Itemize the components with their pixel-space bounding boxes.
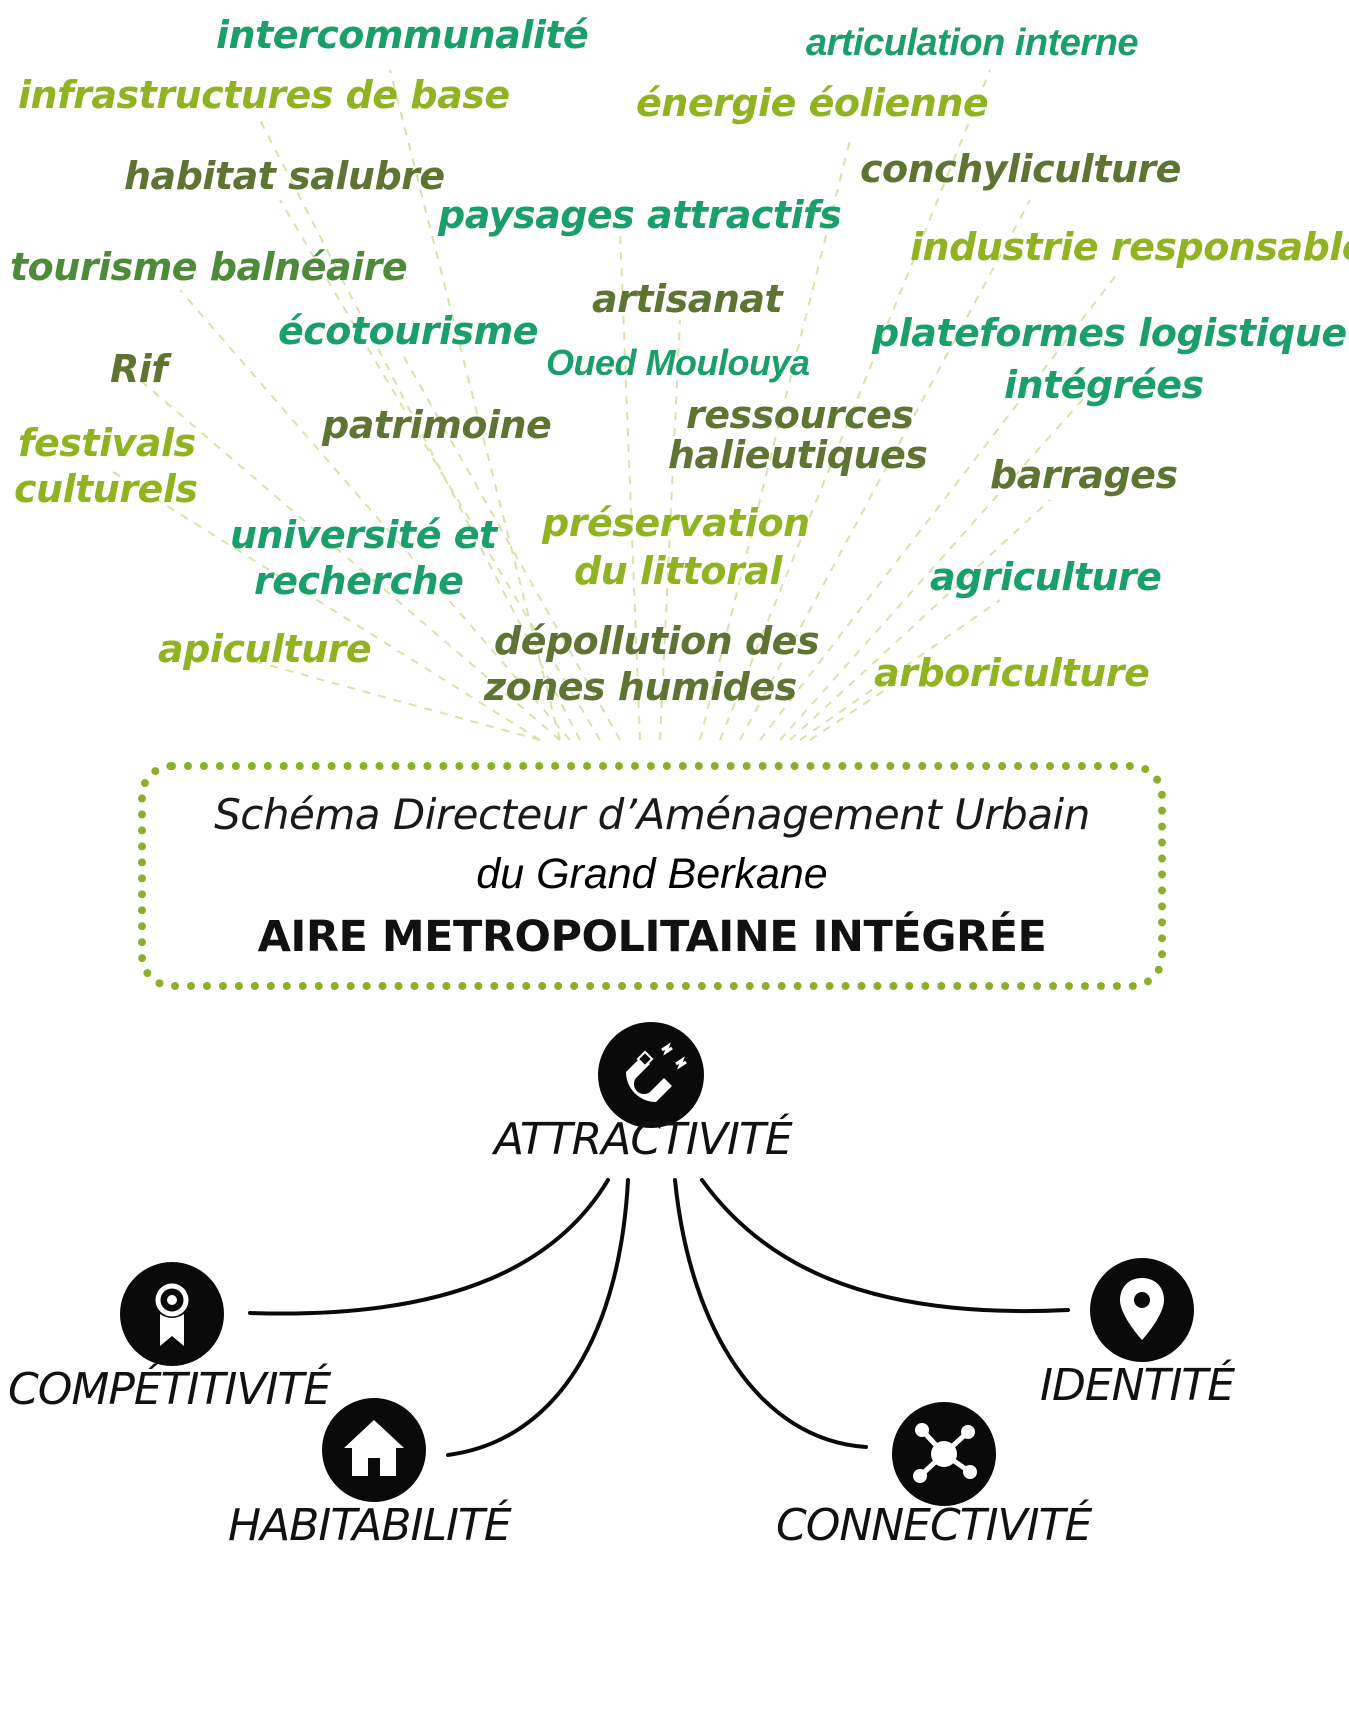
pillar-label-attractivite: ATTRACTIVITÉ: [494, 1114, 793, 1165]
title-line3: AIRE METROPOLITAINE INTÉGRÉE: [257, 912, 1047, 962]
keyword-artisanat: artisanat: [592, 277, 783, 321]
keyword-rif: Rif: [110, 347, 168, 391]
keyword-rays: [109, 69, 1121, 741]
keyword-universite-recherche-line2: recherche: [254, 559, 464, 603]
curve-to-habitabilite: [446, 1178, 630, 1457]
keyword-paysages-attractifs: paysages attractifs: [438, 193, 842, 237]
keyword-patrimoine: patrimoine: [322, 403, 552, 447]
keyword-intercommunalite: intercommunalité: [216, 13, 589, 57]
title-line2: du Grand Berkane: [476, 850, 828, 898]
keyword-barrages: barrages: [990, 453, 1178, 497]
keyword-habitat-salubre: habitat salubre: [124, 154, 445, 198]
keyword-plateformes-logistique-line2: intégrées: [1004, 363, 1204, 407]
pillar-label-habitabilite: HABITABILITÉ: [228, 1500, 512, 1551]
keyword-infrastructures-de-base: infrastructures de base: [18, 73, 510, 117]
house-icon: [322, 1398, 426, 1502]
keyword-industrie-responsable: industrie responsable: [910, 225, 1349, 269]
keyword-festivals-culturels-line1: festivals: [18, 421, 196, 465]
keyword-plateformes-logistique-line1: plateformes logistique: [872, 311, 1347, 355]
keyword-oued-moulouya: Oued Moulouya: [546, 342, 810, 383]
curve-to-competitivite: [248, 1178, 610, 1316]
location-pin-icon: [1090, 1258, 1194, 1362]
title-box: Schéma Directeur d’Aménagement Urbain du…: [138, 762, 1166, 990]
keyword-conchyliculture: conchyliculture: [860, 147, 1181, 191]
keyword-agriculture: agriculture: [930, 555, 1162, 599]
keyword-ecotourisme: écotourisme: [278, 309, 538, 353]
keyword-tourisme-balneaire: tourisme balnéaire: [10, 245, 408, 289]
pillar-curves: [248, 1178, 1070, 1457]
curve-to-identite: [700, 1178, 1070, 1313]
magnet-icon: [598, 1022, 704, 1128]
keyword-festivals-culturels-line2: culturels: [14, 467, 198, 511]
keyword-depollution-line1: dépollution des: [494, 619, 820, 663]
curve-to-connectivite: [673, 1178, 868, 1449]
keyword-preservation-littoral-line2: du littoral: [574, 549, 782, 593]
pillar-label-connectivite: CONNECTIVITÉ: [776, 1500, 1092, 1551]
keyword-preservation-littoral-line1: préservation: [542, 501, 810, 545]
award-ribbon-icon: [120, 1262, 224, 1366]
keyword-ressources-halieutiques-line2: halieutiques: [668, 433, 928, 477]
keyword-energie-eolienne: énergie éolienne: [636, 81, 989, 125]
keyword-apiculture: apiculture: [158, 627, 372, 671]
keyword-articulation-interne: articulation interne: [806, 22, 1139, 64]
keyword-arboriculture: arboriculture: [874, 651, 1150, 695]
pillar-label-competitivite: COMPÉTITIVITÉ: [8, 1364, 331, 1415]
keyword-depollution-line2: zones humides: [484, 665, 797, 709]
pillar-label-identite: IDENTITÉ: [1040, 1360, 1235, 1411]
title-line1: Schéma Directeur d’Aménagement Urbain: [214, 790, 1090, 839]
network-nodes-icon: [892, 1402, 996, 1506]
keyword-ressources-halieutiques-line1: ressources: [686, 393, 914, 437]
keyword-universite-recherche-line1: université et: [230, 513, 497, 557]
